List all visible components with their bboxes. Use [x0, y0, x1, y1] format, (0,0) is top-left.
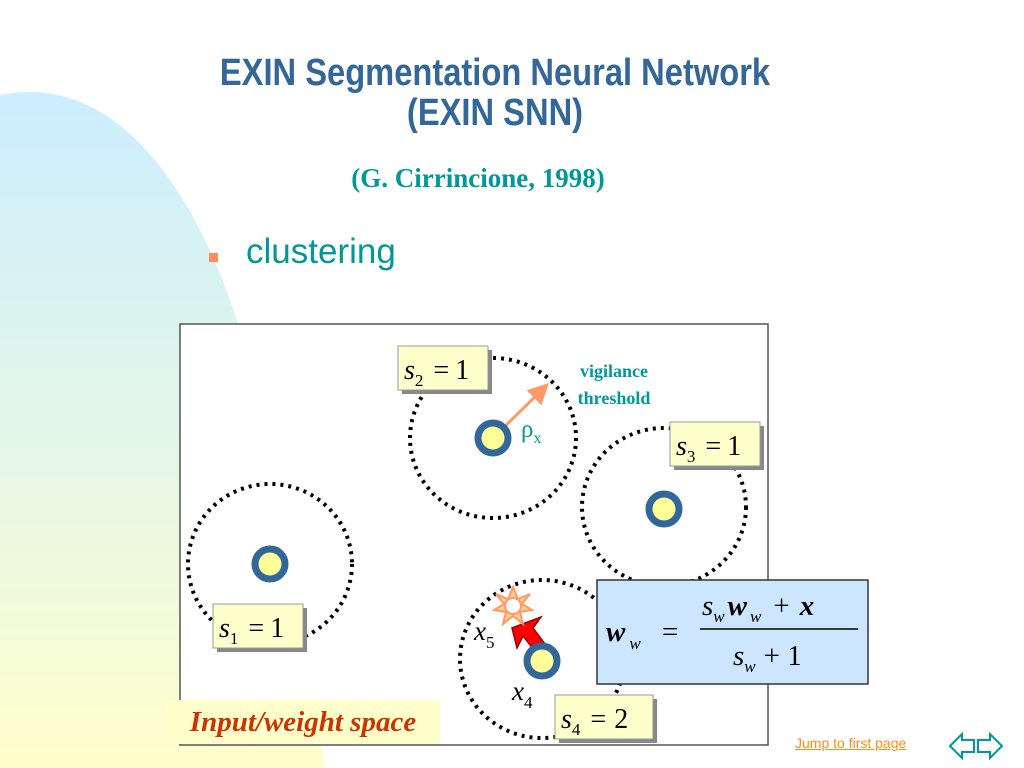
svg-text:sw+ 1: sw+ 1	[733, 640, 802, 676]
slide-subtitle: (EXIN SNN)	[406, 92, 584, 134]
input-weight-space-label: Input/weight space	[166, 700, 440, 744]
nav-arrows	[948, 731, 1004, 761]
jump-to-first-page-link[interactable]: Jump to first page	[795, 735, 907, 751]
svg-text:s4=2: s4=2	[561, 704, 628, 739]
svg-text:s3=1: s3=1	[676, 431, 741, 466]
vigilance-label-line2: threshold	[578, 388, 651, 408]
cluster-circle-2	[408, 356, 578, 520]
bullet-marker	[209, 253, 218, 262]
cluster-label-s1: s1=1	[212, 603, 307, 652]
bullet-clustering: clustering	[246, 232, 396, 271]
slide-title: EXIN Segmentation Neural Network	[219, 52, 771, 94]
vigilance-label-line1: vigilance	[580, 361, 648, 381]
neuron-node-3	[645, 490, 683, 528]
input-x4-label: x4	[511, 676, 533, 712]
svg-text:s1=1: s1=1	[219, 613, 284, 648]
cluster-label-s4: s4=2	[554, 694, 657, 743]
input-x5-label: x5	[473, 616, 494, 652]
new-input-sun-icon	[491, 584, 535, 627]
prev-slide-arrow-icon[interactable]	[948, 731, 975, 761]
cluster-circle-1	[186, 482, 354, 646]
neuron-node-1	[251, 545, 289, 583]
cluster-label-s2: s2=1	[397, 345, 492, 394]
next-slide-arrow-icon[interactable]	[977, 731, 1004, 761]
svg-text:=: =	[662, 616, 678, 648]
neuron-node-2	[474, 419, 512, 457]
svg-text:ww: ww	[606, 616, 641, 653]
cluster-circle-3	[580, 426, 748, 588]
svg-text:s2=1: s2=1	[404, 355, 469, 390]
author-citation: (G. Cirrincione, 1998)	[351, 163, 605, 193]
neuron-node-4	[523, 642, 561, 680]
cluster-label-s3: s3=1	[669, 421, 764, 470]
rho-label: ρx	[521, 416, 541, 447]
